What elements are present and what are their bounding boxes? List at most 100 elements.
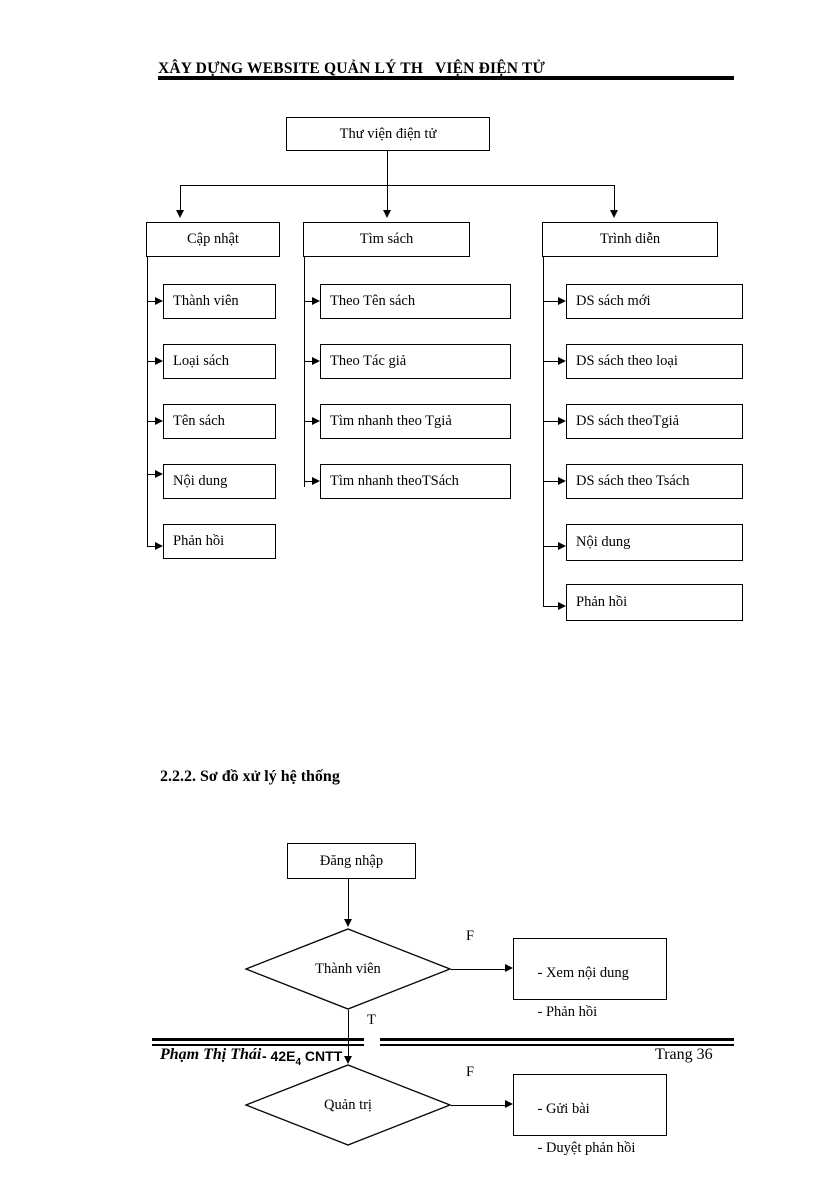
tree-stub-0-4 (147, 546, 155, 548)
tree-arrow-0-0 (155, 296, 163, 305)
flow-line-decision1-false (451, 968, 505, 970)
tree-leaf-label-1-0: Theo Tên sách (330, 293, 416, 309)
section-heading: 2.2.2. Sơ đồ xử lý hệ thống (160, 768, 340, 785)
footer-author-detail-sub: 4 (295, 1056, 302, 1068)
flow-decision2-false-flag: F (466, 1064, 475, 1080)
tree-arrow-2-0 (558, 296, 566, 305)
flow-arrow-to-decision2 (343, 1056, 352, 1064)
tree-spine-1 (304, 257, 306, 487)
flow-decision2-label: Quản trị (324, 1096, 372, 1113)
page-header-title: XÂY DỰNG WEBSITE QUẢN LÝ TH VIỆN ĐIỆN TỬ (158, 60, 546, 77)
tree-stub-0-1 (147, 361, 155, 363)
tree-stub-0-2 (147, 421, 155, 423)
tree-leaf-box-0-4: Phản hồi (163, 524, 276, 559)
tree-stub-2-4 (543, 546, 558, 548)
flow-start-box: Đăng nhập (287, 843, 416, 879)
tree-leaf-box-0-0: Thành viên (163, 284, 276, 319)
tree-arrow-2-4 (558, 541, 566, 550)
tree-stub-1-2 (304, 421, 312, 423)
tree-arrow-2-2 (558, 416, 566, 425)
tree-leaf-label-2-4: Nội dung (576, 534, 631, 550)
flow-decision1-false-flag: F (466, 928, 475, 944)
tree-stub-2-0 (543, 301, 558, 303)
flow-result1-box: - Xem nội dung - Phản hồi (513, 938, 667, 1020)
tree-drop-left (180, 185, 182, 212)
flow-decision1-label: Thành viên (315, 960, 381, 977)
flow-line-decision2-false (451, 1104, 505, 1106)
flow-decision1: Thành viên (244, 928, 452, 1010)
tree-leaf-label-2-3: DS sách theo Tsách (576, 473, 690, 489)
tree-leaf-box-0-1: Loại sách (163, 344, 276, 379)
tree-leaf-label-0-2: Tên sách (173, 413, 225, 429)
footer-rule-right-top (380, 1038, 734, 1041)
tree-trunk-line (387, 151, 389, 185)
tree-stub-2-1 (543, 361, 558, 363)
tree-arrow-1-1 (312, 356, 320, 365)
tree-bus-line (180, 185, 615, 187)
tree-leaf-label-2-2: DS sách theoTgiả (576, 413, 680, 429)
flow-result1-line1: - Xem nội dung (537, 965, 629, 982)
tree-stub-0-0 (147, 301, 155, 303)
tree-arrow-2-5 (558, 601, 566, 610)
flow-line-start-to-decision1 (348, 879, 350, 921)
tree-leaf-box-2-0: DS sách mới (566, 284, 743, 319)
tree-leaf-box-2-5: Phản hồi (566, 584, 743, 621)
tree-leaf-label-0-4: Phản hồi (173, 533, 225, 549)
flow-arrow-to-decision1 (343, 919, 352, 927)
tree-spine-2 (543, 257, 545, 607)
footer-author-detail-pre: - 42E (262, 1048, 296, 1064)
header-rule (158, 76, 734, 80)
tree-spine-0 (147, 257, 149, 547)
tree-arrow-0-4 (155, 541, 163, 550)
flow-line-decision1-true (348, 1010, 350, 1062)
tree-branch-box-2: Trình diễn (542, 222, 718, 257)
tree-arrow-1-2 (312, 416, 320, 425)
footer-rule-left-bottom (152, 1044, 364, 1046)
tree-stub-1-3 (304, 481, 312, 483)
footer-page-number: Trang 36 (655, 1046, 713, 1063)
tree-arrow-2-1 (558, 356, 566, 365)
tree-stub-1-0 (304, 301, 312, 303)
footer-rule-left-top (152, 1038, 364, 1041)
tree-leaf-label-2-0: DS sách mới (576, 293, 651, 309)
tree-leaf-label-0-0: Thành viên (173, 293, 239, 309)
flow-arrow-decision1-false (505, 964, 513, 972)
tree-root-label: Thư viện điện tử (339, 125, 437, 142)
tree-arrow-1-0 (312, 296, 320, 305)
footer-author-detail-post: CNTT (301, 1048, 343, 1064)
tree-arrow-0-3 (155, 469, 163, 478)
tree-stub-0-3 (147, 474, 155, 476)
flow-decision2: Quản trị (244, 1064, 452, 1146)
footer-author-detail: - 42E4 CNTT (262, 1048, 342, 1068)
tree-drop-right (614, 185, 616, 212)
tree-leaf-box-1-3: Tìm nhanh theoTSách (320, 464, 511, 499)
tree-arrow-0-2 (155, 416, 163, 425)
tree-leaf-label-1-3: Tìm nhanh theoTSách (330, 473, 459, 489)
tree-arrow-0-1 (155, 356, 163, 365)
tree-leaf-box-1-1: Theo Tác giả (320, 344, 511, 379)
tree-stub-2-2 (543, 421, 558, 423)
tree-branch-label-1: Tìm sách (359, 231, 414, 247)
flow-result1-line2: - Phản hồi (537, 1004, 598, 1021)
tree-leaf-label-2-1: DS sách theo loại (576, 353, 678, 369)
tree-root-box: Thư viện điện tử (286, 117, 490, 151)
tree-arrow-middle (382, 210, 391, 218)
tree-leaf-label-2-5: Phản hồi (576, 594, 628, 610)
tree-branch-label-2: Trình diễn (599, 231, 661, 247)
tree-drop-middle (387, 185, 389, 212)
flow-arrow-decision2-false (505, 1100, 513, 1108)
tree-leaf-label-0-3: Nội dung (173, 473, 228, 489)
tree-stub-2-3 (543, 481, 558, 483)
tree-leaf-label-1-2: Tìm nhanh theo Tgiả (330, 413, 452, 429)
flow-decision1-true-flag: T (367, 1012, 376, 1028)
flow-result2-line1: - Gửi bài (537, 1101, 590, 1118)
tree-arrow-2-3 (558, 476, 566, 485)
tree-leaf-box-2-1: DS sách theo loại (566, 344, 743, 379)
tree-leaf-box-1-2: Tìm nhanh theo Tgiả (320, 404, 511, 439)
tree-leaf-box-0-3: Nội dung (163, 464, 276, 499)
tree-stub-1-1 (304, 361, 312, 363)
document-page: XÂY DỰNG WEBSITE QUẢN LÝ TH VIỆN ĐIỆN TỬ… (146, 60, 743, 1156)
flow-result2-line2: - Duyệt phản hồi (537, 1140, 636, 1157)
flow-result2-box: - Gửi bài - Duyệt phản hồi (513, 1074, 667, 1156)
flow-start-label: Đăng nhập (319, 852, 384, 869)
